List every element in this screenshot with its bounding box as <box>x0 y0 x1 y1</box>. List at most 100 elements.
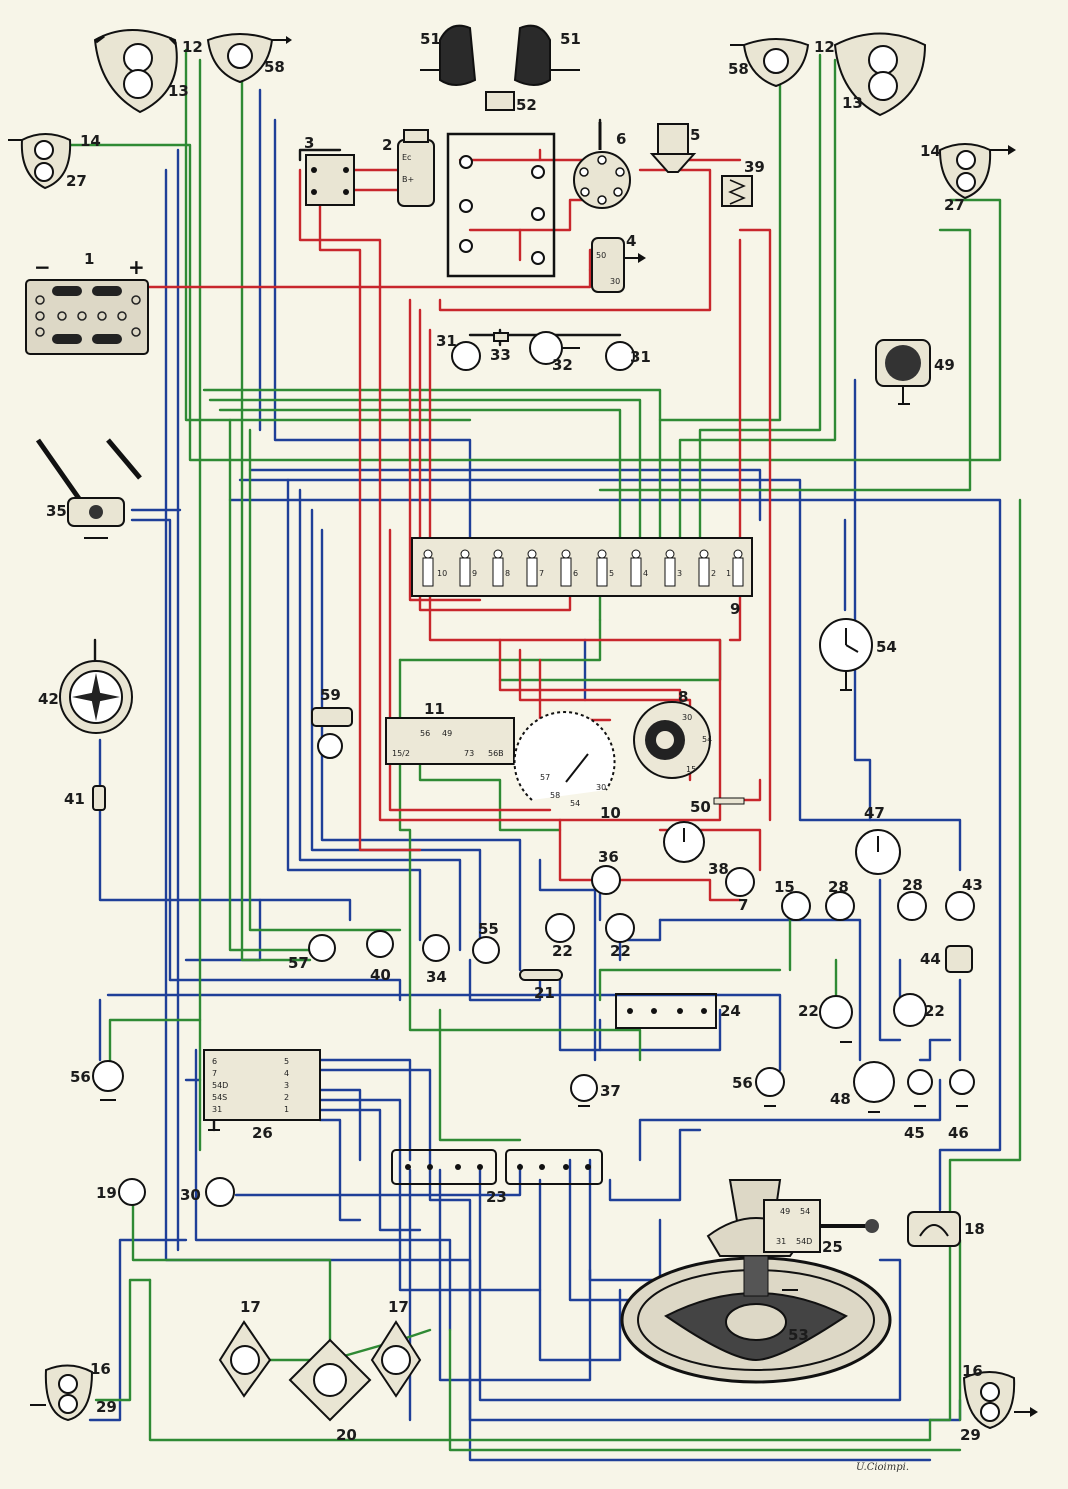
heater-resistor <box>721 175 753 207</box>
lamp-22-a <box>545 913 575 943</box>
label-28-left: 28 <box>828 878 849 896</box>
number-plate-lamp <box>288 1338 372 1422</box>
block-26-right-3: 3 <box>284 1081 289 1090</box>
label-29-left: 29 <box>96 1398 117 1416</box>
label-36: 36 <box>598 848 619 866</box>
label-17-left: 17 <box>240 1298 261 1316</box>
fuse-1-label: 1 <box>726 569 731 578</box>
horns <box>420 24 580 111</box>
label-56-right: 56 <box>732 1074 753 1092</box>
lamp-22-b <box>605 913 635 943</box>
starter-terminal-50: 50 <box>596 251 606 260</box>
label-46: 46 <box>948 1124 969 1142</box>
fuse-10 <box>422 549 434 587</box>
switch-25-terminal-1: 49 <box>780 1207 790 1216</box>
label-35: 35 <box>46 502 67 520</box>
label-9: 9 <box>730 600 740 618</box>
block-26-right-1: 5 <box>284 1057 289 1066</box>
label-51-right: 51 <box>560 30 581 48</box>
label-18: 18 <box>964 1220 985 1238</box>
tach-terminal-54: 54 <box>570 799 580 808</box>
ground-symbols <box>84 403 968 1291</box>
relay-3 <box>305 154 355 206</box>
label-14-right: 14 <box>920 142 941 160</box>
label-1: 1 <box>84 250 94 268</box>
label-55: 55 <box>478 920 499 938</box>
fuse-3 <box>664 549 676 587</box>
label-12-right: 12 <box>814 38 835 56</box>
sender-37 <box>570 1074 598 1102</box>
label-16-left: 16 <box>90 1360 111 1378</box>
switch-28-left <box>825 891 855 921</box>
rear-indicator-left <box>218 1320 272 1398</box>
ignition-switch: 30 54 15 <box>633 701 712 779</box>
fuse-box: 10 9 8 7 6 5 4 3 2 1 <box>411 537 753 597</box>
switch-25-terminal-2: 54 <box>800 1207 810 1216</box>
connector-21 <box>519 969 563 981</box>
fuse-7 <box>526 549 538 587</box>
label-45: 45 <box>904 1124 925 1142</box>
label-48: 48 <box>830 1090 851 1108</box>
fuse-row <box>422 549 744 587</box>
indicator-front-left <box>8 133 72 190</box>
ignition-coil <box>649 123 697 173</box>
label-28-right: 28 <box>902 876 923 894</box>
label-23: 23 <box>486 1188 507 1206</box>
regulator-dynamo-terminal: Ec <box>402 153 411 162</box>
label-17-right: 17 <box>388 1298 409 1316</box>
side-lamp-right <box>730 38 810 88</box>
rear-indicator-right <box>370 1320 422 1398</box>
label-43: 43 <box>962 876 983 894</box>
steering-wheel <box>620 1179 892 1384</box>
switch-50 <box>713 797 745 805</box>
starter-motor: 50 30 <box>591 237 646 293</box>
switch-25-terminal-4: 54D <box>796 1237 812 1246</box>
block-26-right-5: 1 <box>284 1105 289 1114</box>
switch-11-terminal-3: 49 <box>442 729 452 738</box>
distributor <box>573 122 631 209</box>
battery: − + <box>25 255 149 355</box>
round-components <box>92 865 975 1207</box>
fuse-9 <box>459 549 471 587</box>
wires-red <box>138 148 772 902</box>
fuse-9-label: 9 <box>472 569 477 578</box>
label-53: 53 <box>788 1326 809 1344</box>
lamp-22-d <box>893 993 927 1027</box>
wiper-motor <box>35 438 142 527</box>
label-8: 8 <box>678 688 688 706</box>
fuse-2-label: 2 <box>711 569 716 578</box>
label-15: 15 <box>774 878 795 896</box>
switch-40 <box>366 930 394 958</box>
label-19: 19 <box>96 1184 117 1202</box>
headlamp-right <box>833 32 927 117</box>
label-4: 4 <box>626 232 636 250</box>
terminal-block-26: 6 7 54D 54S 31 5 4 3 2 1 <box>203 1049 321 1121</box>
component-labels: 1 2 3 4 5 6 7 8 9 10 11 12 12 13 13 14 1… <box>38 30 985 1444</box>
block-26-left-5: 31 <box>212 1105 222 1114</box>
fuse-4 <box>630 549 642 587</box>
label-56-left: 56 <box>70 1068 91 1086</box>
tach-terminal-57: 57 <box>540 773 550 782</box>
fuse-1 <box>732 549 744 587</box>
label-13-left: 13 <box>168 82 189 100</box>
label-20: 20 <box>336 1426 357 1444</box>
tach-terminal-30: 30 <box>596 783 606 792</box>
tach-terminal-58: 58 <box>550 791 560 800</box>
switch-57 <box>308 934 336 962</box>
lamp-56-right <box>755 1067 785 1097</box>
label-6: 6 <box>616 130 626 148</box>
label-26: 26 <box>252 1124 273 1142</box>
label-21: 21 <box>534 984 555 1002</box>
flasher-unit <box>311 707 353 759</box>
light-switch: 15/2 56 49 73 56B <box>385 717 515 765</box>
connector-block-23 <box>391 1149 603 1185</box>
label-42: 42 <box>38 690 59 708</box>
switch-11-terminal-1: 15/2 <box>392 749 410 758</box>
block-26-left-4: 54S <box>212 1093 227 1102</box>
block-26-left-3: 54D <box>212 1081 228 1090</box>
label-58-right: 58 <box>728 60 749 78</box>
label-49: 49 <box>934 356 955 374</box>
fuse-6-label: 6 <box>573 569 578 578</box>
switch-28-right <box>897 891 927 921</box>
label-32: 32 <box>552 356 573 374</box>
